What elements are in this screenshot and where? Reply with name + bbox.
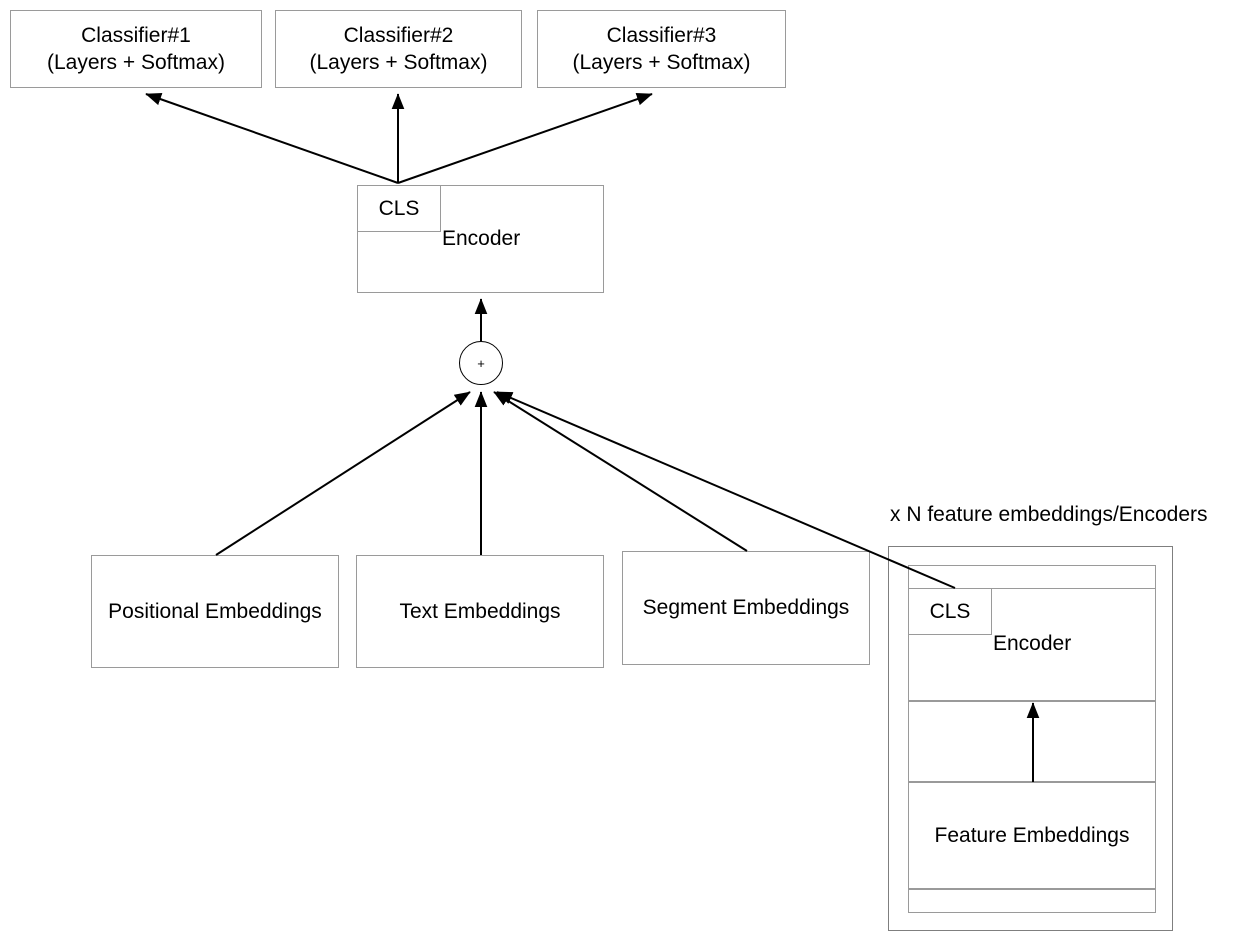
- positional-embeddings-box[interactable]: Positional Embeddings: [91, 555, 339, 668]
- feature-encoder-cls-box[interactable]: CLS: [908, 588, 992, 635]
- classifier-label-2: Classifier#2 (Layers + Softmax): [309, 23, 488, 74]
- classifier-box-3[interactable]: Classifier#3 (Layers + Softmax): [537, 10, 786, 88]
- feature-panel-bottom-strip: [908, 889, 1156, 913]
- sum-node-circle[interactable]: +: [459, 341, 503, 385]
- segment-embeddings-box[interactable]: Segment Embeddings: [622, 551, 870, 665]
- classifier-box-2[interactable]: Classifier#2 (Layers + Softmax): [275, 10, 522, 88]
- arrow-segment-to-sum: [493, 391, 748, 552]
- main-encoder-cls-label: CLS: [378, 196, 420, 220]
- classifier-label-1: Classifier#1 (Layers + Softmax): [47, 23, 225, 74]
- classifier-label-3: Classifier#3 (Layers + Softmax): [572, 23, 751, 74]
- feature-panel-middle-box: [908, 701, 1156, 782]
- main-encoder-label: Encoder: [442, 227, 521, 250]
- positional-embeddings-label: Positional Embeddings: [108, 599, 322, 623]
- text-embeddings-box[interactable]: Text Embeddings: [356, 555, 604, 668]
- segment-embeddings-label: Segment Embeddings: [642, 596, 850, 620]
- arrow-positional-to-sum: [215, 391, 471, 556]
- feature-encoder-label: Encoder: [993, 632, 1072, 655]
- sum-node-symbol: +: [477, 355, 485, 371]
- feature-panel-caption: x N feature embeddings/Encoders: [890, 503, 1208, 526]
- feature-encoder-cls-label: CLS: [929, 599, 971, 623]
- text-embeddings-label: Text Embeddings: [399, 599, 561, 623]
- feature-embeddings-label: Feature Embeddings: [934, 823, 1130, 847]
- main-encoder-cls-box[interactable]: CLS: [357, 185, 441, 232]
- arrow-cls-to-classifier-1: [145, 93, 399, 184]
- classifier-box-1[interactable]: Classifier#1 (Layers + Softmax): [10, 10, 262, 88]
- arrow-cls-to-classifier-3: [397, 92, 653, 184]
- feature-embeddings-box[interactable]: Feature Embeddings: [908, 782, 1156, 889]
